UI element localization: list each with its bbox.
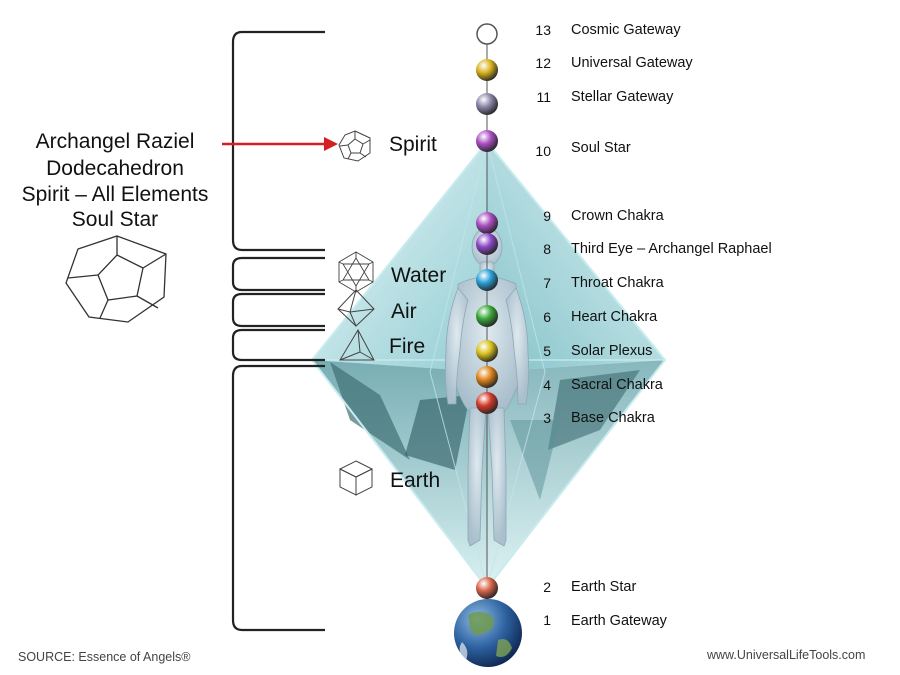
chakra-name: Solar Plexus xyxy=(571,343,653,359)
chakra-orb-7 xyxy=(476,269,498,291)
cube-icon xyxy=(338,460,374,496)
chakra-orb-8 xyxy=(476,233,498,255)
chakra-num: 1 xyxy=(543,612,551,628)
chakra-name: Earth Star xyxy=(571,579,637,595)
chakra-orb-12 xyxy=(476,59,498,81)
source-credit: SOURCE: Essence of Angels® xyxy=(18,650,191,664)
chakra-num: 6 xyxy=(543,309,551,325)
chakra-name: Third Eye – Archangel Raphael xyxy=(571,241,772,257)
chakra-num: 3 xyxy=(543,410,551,426)
chakra-name: Sacral Chakra xyxy=(571,377,663,393)
dodecahedron-icon xyxy=(338,130,371,162)
large-dodecahedron-icon xyxy=(65,235,167,323)
info-shape: Dodecahedron xyxy=(46,157,184,180)
chakra-orb-4 xyxy=(476,366,498,388)
chakra-name: Earth Gateway xyxy=(571,613,667,629)
chakra-name: Stellar Gateway xyxy=(571,89,674,105)
octahedron-icon xyxy=(337,289,375,327)
chakra-orb-9 xyxy=(476,212,498,234)
chakra-num: 13 xyxy=(535,22,551,38)
earth-globe xyxy=(454,599,522,667)
pointer-arrow xyxy=(222,137,338,151)
chakra-num: 7 xyxy=(543,275,551,291)
chakra-orb-13 xyxy=(476,23,498,45)
chakra-orb-5 xyxy=(476,340,498,362)
chakra-num: 8 xyxy=(543,241,551,257)
chakra-num: 4 xyxy=(543,377,551,393)
chakra-num: 2 xyxy=(543,579,551,595)
element-label-fire: Fire xyxy=(389,335,426,358)
chakra-orb-3 xyxy=(476,392,498,414)
chakra-orb-11 xyxy=(476,93,498,115)
chakra-orb-10 xyxy=(476,130,498,152)
chakra-num: 12 xyxy=(535,55,551,71)
element-brackets xyxy=(231,30,325,632)
element-label-spirit: Spirit xyxy=(389,133,437,156)
chakra-name: Universal Gateway xyxy=(571,55,693,71)
website-link[interactable]: www.UniversalLifeTools.com xyxy=(707,648,866,662)
chakra-num: 11 xyxy=(536,89,551,105)
element-label-water: Water xyxy=(391,264,447,287)
chakra-name: Heart Chakra xyxy=(571,309,658,325)
info-archangel: Archangel Raziel xyxy=(35,130,195,153)
info-elements: Spirit – All Elements xyxy=(21,183,209,206)
chakra-orbs xyxy=(476,23,498,599)
element-label-earth: Earth xyxy=(390,469,441,492)
chakra-num: 5 xyxy=(543,343,551,359)
chakra-name: Crown Chakra xyxy=(571,208,664,224)
chakra-name: Throat Chakra xyxy=(571,275,664,291)
element-label-air: Air xyxy=(391,300,417,323)
chakra-orb-2 xyxy=(476,577,498,599)
chakra-name: Soul Star xyxy=(571,140,631,156)
chakra-name: Cosmic Gateway xyxy=(571,22,681,38)
icosahedron-icon xyxy=(338,251,374,293)
chakra-name: Base Chakra xyxy=(571,410,655,426)
chakra-num: 9 xyxy=(543,208,551,224)
chakra-num: 10 xyxy=(535,143,551,159)
chakra-orb-6 xyxy=(476,305,498,327)
tetrahedron-icon xyxy=(339,328,375,361)
info-chakra: Soul Star xyxy=(71,208,159,231)
